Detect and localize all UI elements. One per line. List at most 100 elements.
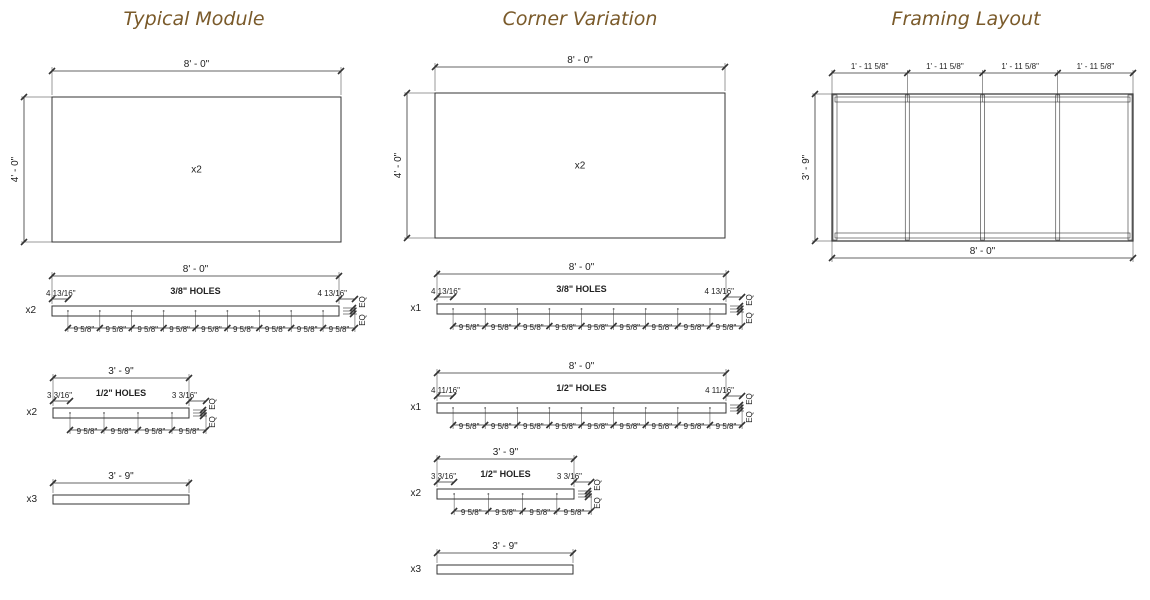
spacing-label: 9 5/8"	[619, 323, 640, 332]
dimension-tick	[449, 293, 457, 301]
dimension-tick	[433, 478, 441, 486]
bolt-hole	[521, 493, 524, 495]
sheathing-panel	[51, 96, 342, 243]
dimension-tick	[449, 322, 457, 330]
spacing-label: 9 5/8"	[329, 325, 350, 334]
board-quantity: x3	[410, 564, 421, 575]
end-distance-label: 4 11/16"	[705, 386, 734, 395]
spacing-label: 9 5/8"	[74, 325, 95, 334]
dimension-tick	[738, 322, 746, 330]
dimension-tick	[349, 310, 357, 318]
title-corner-variation: Corner Variation	[502, 8, 658, 30]
spacing-label: 9 5/8"	[459, 422, 480, 431]
title-typical-module: Typical Module	[123, 8, 265, 30]
dimension-label: 8' - 0"	[184, 59, 210, 70]
spacing-label: 9 5/8"	[716, 323, 737, 332]
dimension-tick	[349, 304, 357, 312]
dimension-tick	[64, 324, 72, 332]
dimension-tick	[738, 392, 746, 400]
spacing-label: 9 5/8"	[529, 508, 550, 517]
rail-quantity: x2	[25, 305, 36, 316]
dimension-tick	[610, 322, 618, 330]
end-distance-label: 4 13/16"	[46, 289, 76, 298]
rail-quantity: x1	[410, 402, 421, 413]
spacing-label: 9 5/8"	[491, 323, 512, 332]
dimension-tick	[349, 307, 357, 315]
bolt-hole	[171, 412, 173, 414]
bolt-hole	[484, 407, 487, 409]
hole-size-label: 3/8" HOLES	[556, 284, 606, 294]
bolt-hole	[162, 310, 165, 312]
spacing-label: 9 5/8"	[459, 323, 480, 332]
dimension-tick	[513, 322, 521, 330]
hole-size-label: 1/2" HOLES	[480, 469, 530, 479]
dimension-tick	[570, 478, 578, 486]
dimension-tick	[736, 401, 744, 409]
spacing-label: 9 5/8"	[297, 325, 318, 334]
dimension-tick	[736, 407, 744, 415]
bolt-hole	[98, 310, 101, 312]
dimension-tick	[706, 322, 714, 330]
end-distance-label: 3 3/16"	[172, 391, 197, 400]
dimension-tick	[199, 412, 207, 420]
spacing-label: 9 5/8"	[523, 323, 544, 332]
dimension-tick	[134, 426, 142, 434]
dimension-tick	[450, 478, 458, 486]
dimension-label: 3' - 9"	[801, 154, 812, 180]
bolt-hole	[226, 310, 229, 312]
dimension-tick	[168, 426, 176, 434]
rail-board	[436, 488, 575, 500]
bolt-hole	[516, 308, 519, 310]
wall-stud	[980, 94, 985, 241]
dimension-tick	[577, 421, 586, 429]
dimension-tick	[484, 507, 492, 515]
dimension-label: 8' - 0"	[569, 262, 595, 273]
bolt-hole	[487, 493, 490, 495]
dimension-tick	[738, 293, 746, 301]
dimension-tick	[736, 305, 744, 313]
spacing-label: 9 5/8"	[169, 325, 190, 334]
spacing-label: 9 5/8"	[495, 508, 516, 517]
bolt-hole	[452, 308, 454, 310]
dimension-tick	[100, 426, 108, 434]
dimension-tick	[96, 324, 104, 332]
bolt-hole	[612, 308, 615, 310]
panel-quantity: x2	[575, 161, 586, 172]
bay-width-label: 1' - 11 5/8"	[1001, 62, 1039, 71]
bay-width-label: 1' - 11 5/8"	[926, 62, 964, 71]
eq-label: EQ	[208, 416, 217, 428]
bolt-hole	[548, 308, 551, 310]
bay-width-label: 1' - 11 5/8"	[851, 62, 889, 71]
wall-stud	[832, 94, 838, 241]
bolt-hole	[555, 493, 558, 495]
dimension-tick	[545, 322, 553, 330]
bolt-hole	[548, 407, 551, 409]
bolt-hole	[452, 407, 454, 409]
bolt-hole	[709, 308, 711, 310]
dimension-label: 8' - 0"	[183, 264, 209, 275]
hole-size-label: 1/2" HOLES	[556, 383, 606, 393]
dimension-tick	[160, 324, 168, 332]
dimension-label: 8' - 0"	[569, 361, 595, 372]
wall-stud	[904, 94, 910, 241]
dimension-tick	[449, 392, 457, 400]
dimension-tick	[736, 308, 744, 316]
dimension-tick	[481, 421, 489, 429]
eq-label: EQ	[745, 312, 754, 324]
dimension-tick	[722, 293, 730, 301]
dimension-tick	[587, 478, 595, 486]
spacing-label: 9 5/8"	[491, 422, 512, 431]
dimension-tick	[433, 392, 441, 400]
bolt-hole	[290, 310, 293, 312]
spacing-label: 9 5/8"	[145, 427, 166, 436]
spacing-label: 9 5/8"	[461, 508, 482, 517]
dimension-tick	[185, 397, 193, 405]
dimension-label: 4' - 0"	[10, 156, 21, 182]
dimension-label: 4' - 0"	[393, 152, 404, 178]
eq-label: EQ	[593, 479, 602, 491]
dimension-tick	[642, 322, 650, 330]
dimension-tick	[287, 324, 295, 332]
bolt-hole	[676, 407, 679, 409]
dimension-tick	[202, 426, 210, 434]
